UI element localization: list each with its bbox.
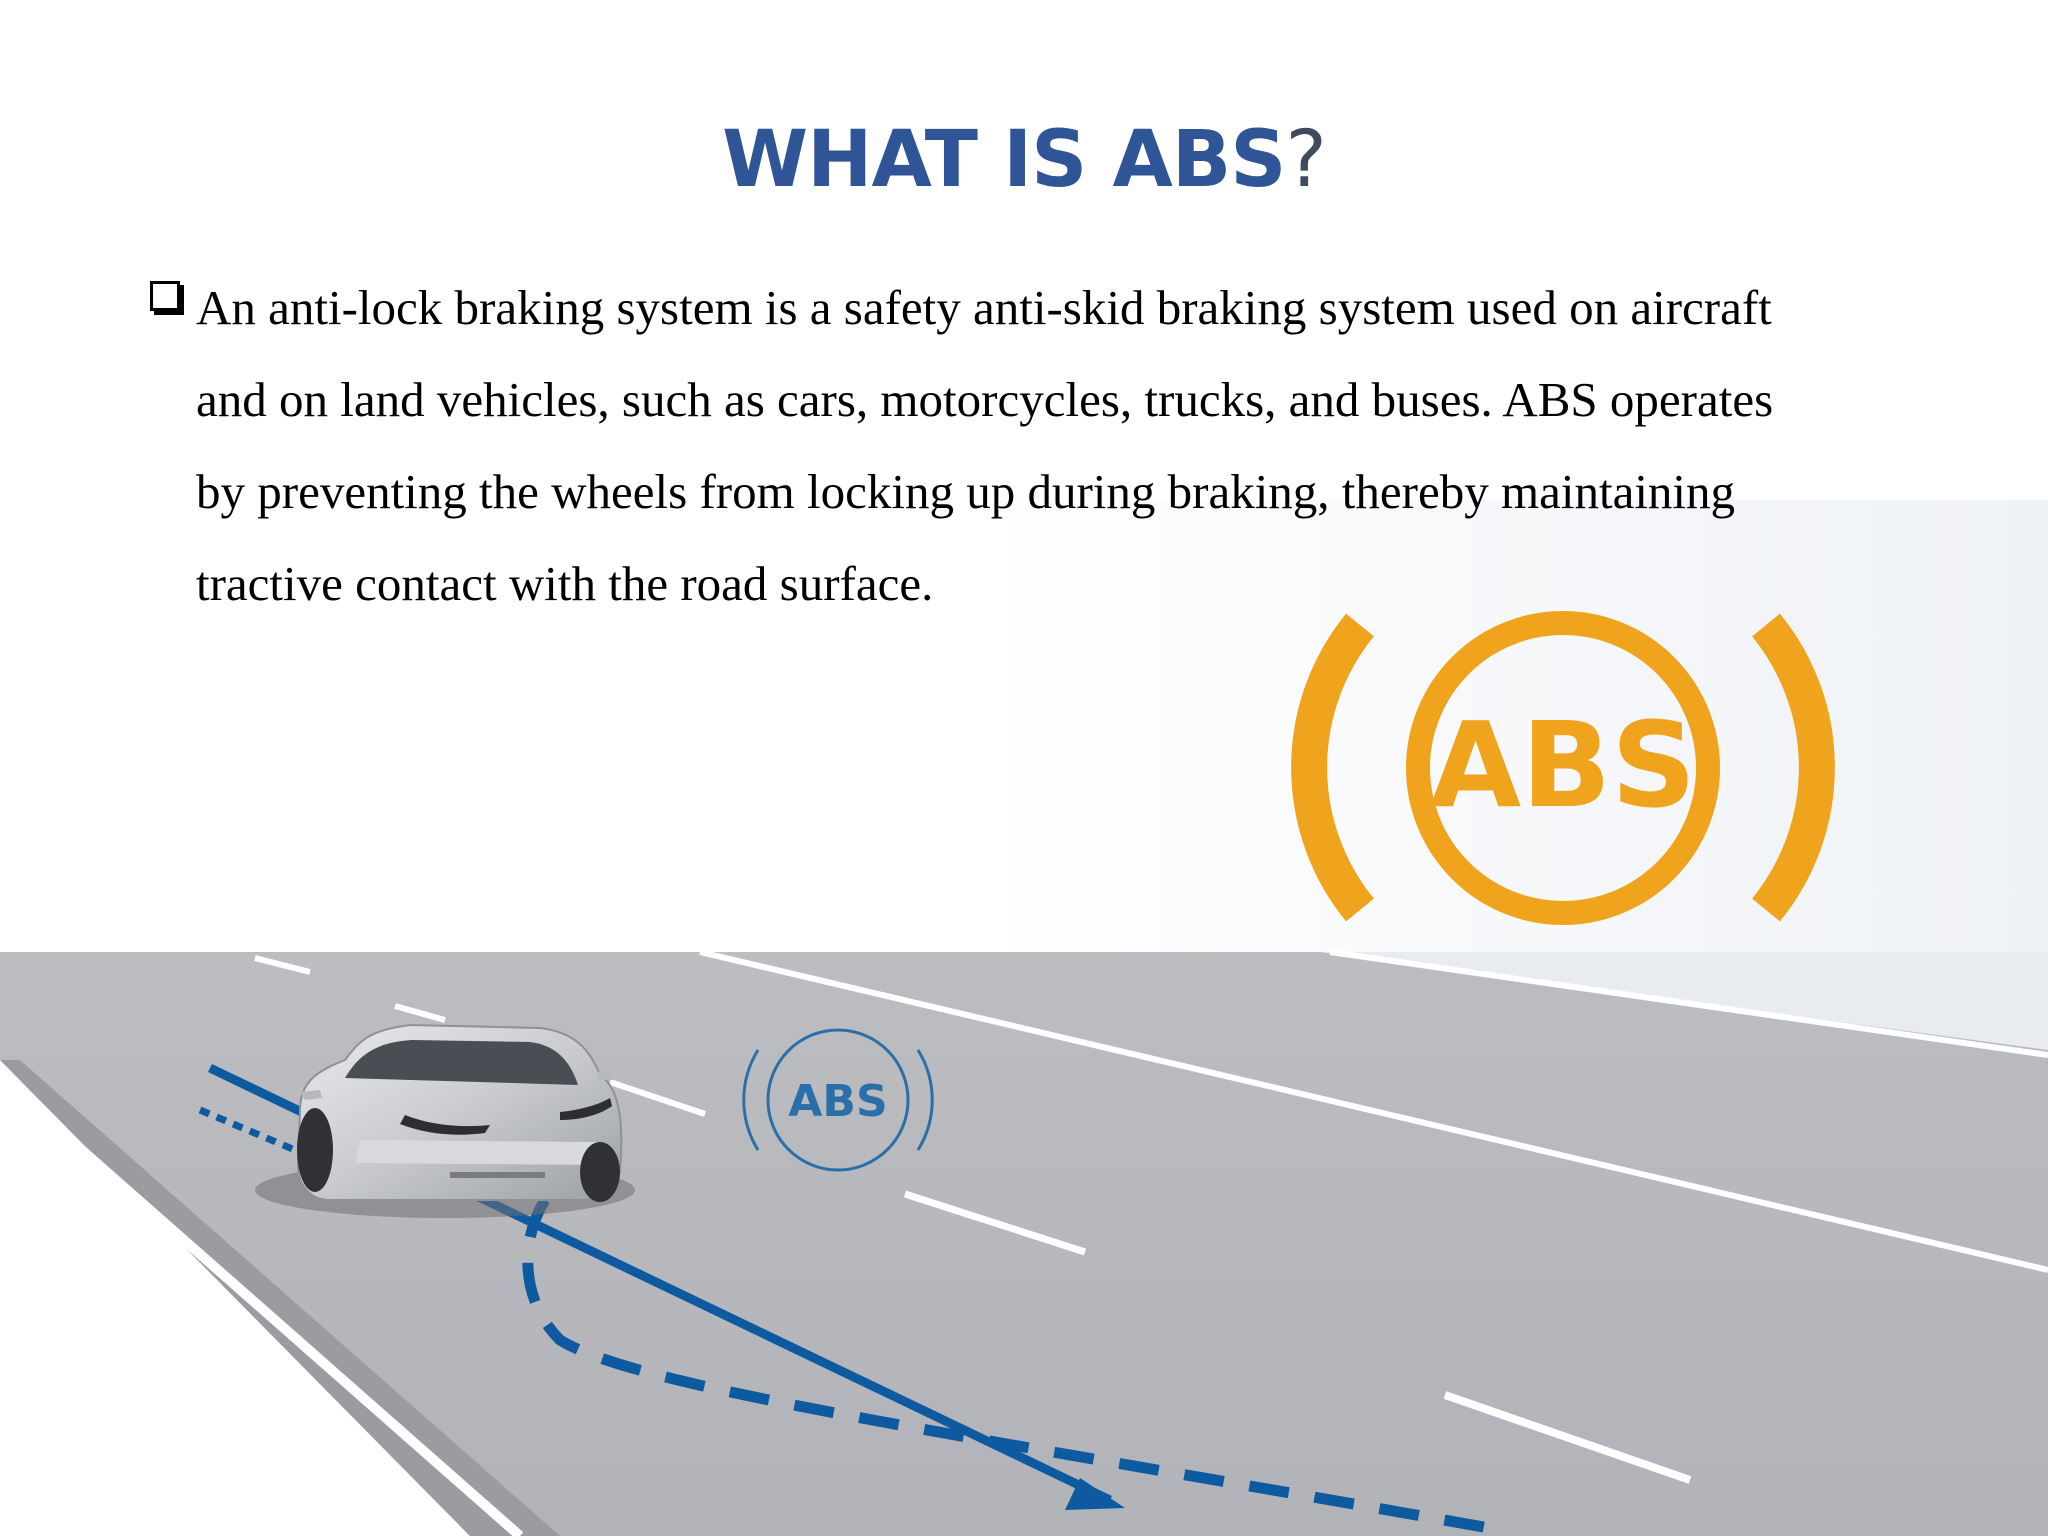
- title-question-mark: ?: [1285, 115, 1326, 205]
- title-main: WHAT IS ABS: [722, 115, 1286, 205]
- abs-road-badge-text: ABS: [788, 1076, 887, 1127]
- background-fade: [980, 500, 2048, 960]
- bullet-line: An anti-lock braking system is a safety …: [196, 280, 1772, 335]
- bullet-line: by preventing the wheels from locking up…: [196, 464, 1736, 519]
- page-title: WHAT IS ABS?: [0, 112, 2048, 208]
- bullet-text: An anti-lock braking system is a safety …: [196, 262, 1996, 630]
- abs-road-badge: ABS: [742, 1028, 934, 1172]
- bullet-line: tractive contact with the road surface.: [196, 556, 934, 611]
- abs-warning-icon: ABS: [1291, 611, 1835, 925]
- bullet-line: and on land vehicles, such as cars, moto…: [196, 372, 1774, 427]
- checkbox-bullet-icon: [150, 281, 180, 311]
- car-illustration: [255, 1023, 635, 1218]
- abs-warning-text: ABS: [1430, 696, 1696, 834]
